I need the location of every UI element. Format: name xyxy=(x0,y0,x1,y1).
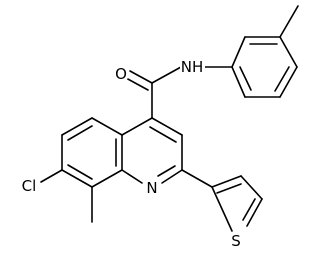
bond xyxy=(121,169,143,184)
bond xyxy=(211,186,233,232)
bond xyxy=(216,183,242,194)
bond xyxy=(67,125,93,141)
amide-nh-label: NH xyxy=(181,58,204,76)
bond xyxy=(125,77,149,91)
bond xyxy=(211,175,242,188)
bond xyxy=(121,117,153,136)
bond xyxy=(149,126,177,143)
bond xyxy=(242,198,256,221)
ring-nitrogen-atom: N xyxy=(144,179,160,197)
bond xyxy=(157,165,176,177)
bond xyxy=(279,36,298,68)
sulfur-atom: S xyxy=(228,232,244,250)
bond xyxy=(279,66,298,98)
bond xyxy=(246,198,263,227)
bond xyxy=(151,66,182,84)
chemical-structure: O NH N Cl S xyxy=(17,5,299,250)
bond xyxy=(279,5,299,38)
bonds xyxy=(40,5,299,232)
bond xyxy=(61,117,93,136)
bond xyxy=(61,169,93,188)
bond xyxy=(151,117,183,136)
oxygen-label: O xyxy=(115,65,127,83)
sulfur-label: S xyxy=(231,232,241,250)
ring-nitrogen-label: N xyxy=(146,179,157,197)
oxygen-atom: O xyxy=(113,65,129,83)
amide-nh-atom: NH xyxy=(180,58,205,76)
bond xyxy=(181,169,213,188)
bond xyxy=(91,169,123,188)
bond xyxy=(231,66,246,98)
chlorine-label: Cl xyxy=(22,177,37,195)
bond xyxy=(274,66,290,92)
bond xyxy=(240,175,263,200)
atoms: O NH N Cl S xyxy=(17,58,244,250)
bond xyxy=(91,117,123,136)
bond xyxy=(40,169,63,183)
bond xyxy=(231,36,246,68)
bond xyxy=(129,70,153,84)
chlorine-atom: Cl xyxy=(17,177,40,195)
bond xyxy=(67,164,93,180)
bond xyxy=(239,66,252,91)
bond xyxy=(161,169,183,184)
